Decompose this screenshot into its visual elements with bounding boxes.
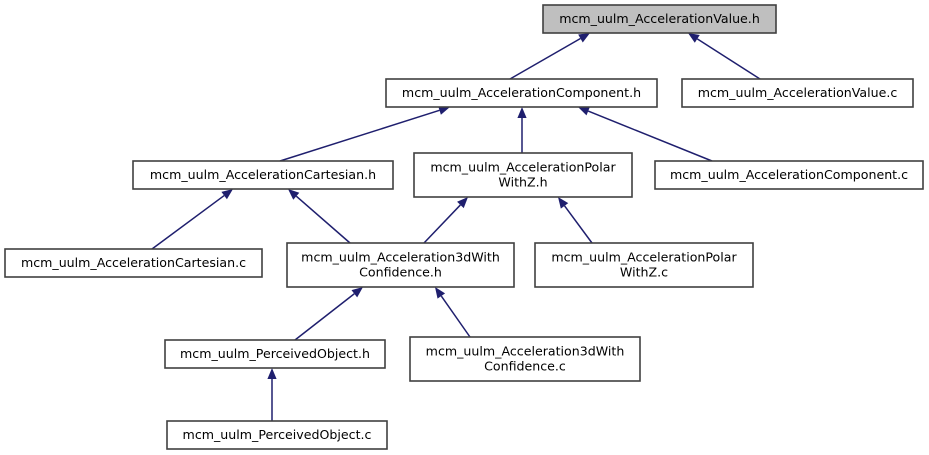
graph-node-mcm_uulm_AccelerationComponent.c[interactable]: mcm_uulm_AccelerationComponent.c [654, 160, 924, 190]
graph-node-mcm_uulm_AccelerationCartesian.c[interactable]: mcm_uulm_AccelerationCartesian.c [4, 248, 263, 278]
node-box[interactable] [654, 160, 924, 190]
graph-node-mcm_uulm_PerceivedObject.c[interactable]: mcm_uulm_PerceivedObject.c [166, 420, 388, 450]
node-box[interactable] [4, 248, 263, 278]
graph-node-mcm_uulm_AccelerationCartesian.h[interactable]: mcm_uulm_AccelerationCartesian.h [132, 160, 394, 190]
nodes-layer: mcm_uulm_AccelerationValue.h mcm_uulm_Acc… [4, 4, 924, 450]
graph-node-mcm_uulm_AccelerationValue.c[interactable]: mcm_uulm_AccelerationValue.c [681, 78, 914, 108]
dependency-edge-n3-to-n1 [279, 105, 450, 162]
dependency-edge-n6-to-n3 [151, 189, 233, 250]
dependency-edge-n5-to-n1 [578, 106, 713, 162]
dependency-edge-n8-to-n4 [558, 197, 593, 244]
dependency-edge-n7-to-n4 [423, 197, 468, 244]
graph-node-mcm_uulm_AccelerationValue.h[interactable]: mcm_uulm_AccelerationValue.h [542, 4, 777, 34]
dependency-edge-n2-to-n0 [688, 33, 761, 80]
node-box[interactable] [164, 339, 386, 369]
node-box[interactable] [286, 242, 515, 288]
node-box[interactable] [534, 242, 754, 288]
dependency-edge-n11-to-n9 [267, 368, 277, 421]
node-box[interactable] [409, 336, 641, 382]
node-box[interactable] [681, 78, 914, 108]
edges-layer [151, 33, 761, 421]
node-box[interactable] [166, 420, 388, 450]
dependency-edge-n7-to-n3 [288, 189, 351, 244]
dependency-edge-n9-to-n7 [294, 287, 363, 341]
dependency-edge-n10-to-n7 [435, 287, 471, 338]
graph-node-mcm_uulm_AccelerationComponent.h[interactable]: mcm_uulm_AccelerationComponent.h [385, 78, 658, 108]
node-box[interactable] [385, 78, 658, 108]
node-box[interactable] [413, 152, 633, 198]
dependency-edge-n4-to-n1 [517, 107, 527, 153]
node-box[interactable] [132, 160, 394, 190]
node-box[interactable] [542, 4, 777, 34]
dependency-edge-n1-to-n0 [509, 33, 590, 80]
graph-node-mcm_uulm_PerceivedObject.h[interactable]: mcm_uulm_PerceivedObject.h [164, 339, 386, 369]
